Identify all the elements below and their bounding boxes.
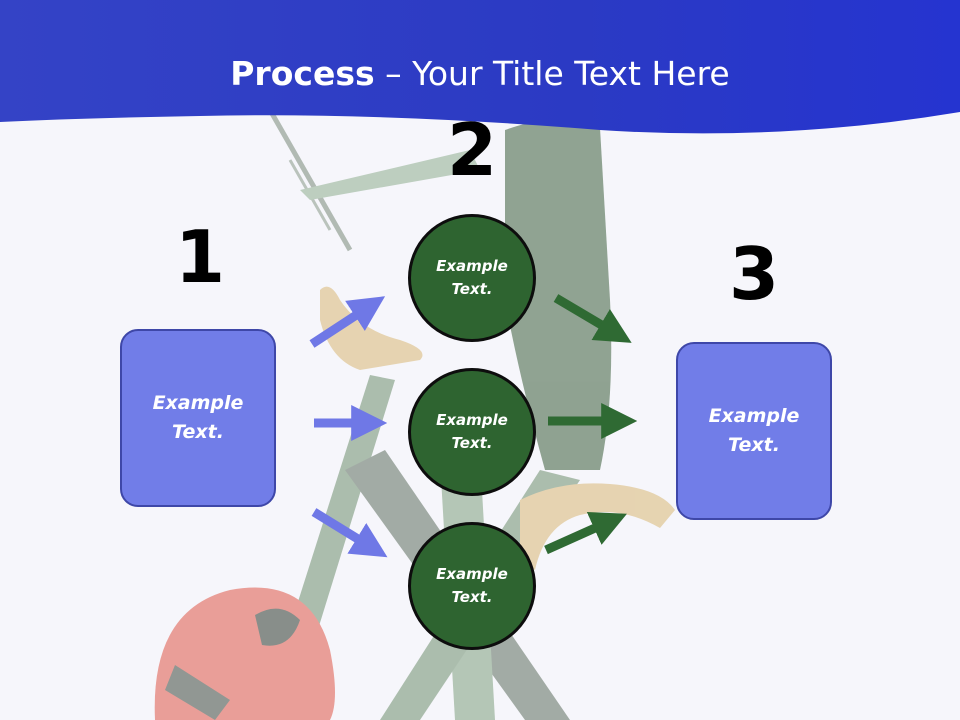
circle-2-text-line-1: Example [436, 411, 508, 429]
step-1-box: Example Text. [120, 329, 276, 507]
step-2-circle-2: Example Text. [408, 368, 536, 496]
circle-1-text-line-1: Example [436, 257, 508, 275]
step-2-circle-3: Example Text. [408, 522, 536, 650]
step-3-text-line-1: Example [708, 405, 800, 427]
step-3-box: Example Text. [676, 342, 832, 520]
step-2-circle-1: Example Text. [408, 214, 536, 342]
title-rest: – Your Title Text Here [374, 54, 730, 93]
slide-title: Process – Your Title Text Here [0, 52, 960, 96]
step-2-number: 2 [446, 108, 498, 192]
step-3-number: 3 [728, 232, 780, 316]
header-band [0, 0, 960, 134]
circle-3-text-line-1: Example [436, 565, 508, 583]
step-1-text-line-2: Text. [172, 421, 224, 443]
step-3-text-line-2: Text. [728, 434, 780, 456]
circle-1-text-line-2: Text. [451, 280, 493, 298]
circle-3-text-line-2: Text. [451, 588, 493, 606]
circle-2-text-line-2: Text. [451, 434, 493, 452]
title-bold: Process [230, 54, 375, 93]
step-1-text-line-1: Example [152, 392, 244, 414]
step-1-number: 1 [174, 215, 226, 299]
